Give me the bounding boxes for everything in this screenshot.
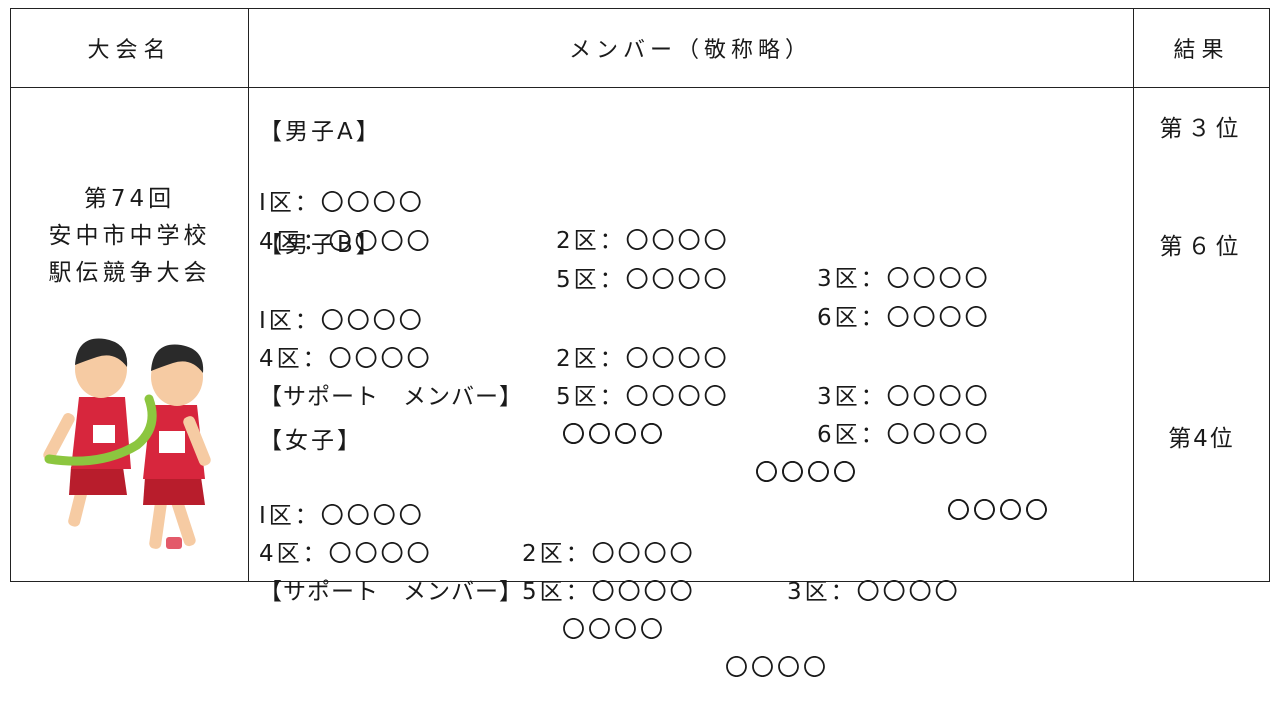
leg-entry: 5区：〇〇〇〇 xyxy=(522,579,696,605)
leg-entry: Ⅰ区：〇〇〇〇 xyxy=(259,503,425,529)
result-boys-a: 第３位 xyxy=(1159,116,1244,142)
leg-entry: 2区：〇〇〇〇 xyxy=(522,541,696,567)
results-table: 大会名 メンバー（敬称略） 結果 第74回 安中市中学校 駅伝競争大会 第３位 … xyxy=(10,8,1270,681)
event-line: 第74回 xyxy=(83,186,176,212)
leg-entry: 4区：〇〇〇〇 xyxy=(259,346,433,372)
support-member: 〇〇〇〇 xyxy=(755,460,859,486)
support-label: 【サポート メンバー】 xyxy=(259,579,523,605)
support-member: 〇〇〇〇 xyxy=(725,655,829,681)
header-divider xyxy=(11,87,1269,88)
runner-back xyxy=(43,338,131,527)
result-boys-b: 第６位 xyxy=(1159,234,1244,260)
leg-entry: 3区：〇〇〇〇 xyxy=(787,579,961,605)
sash-icon xyxy=(44,394,157,466)
leg-entry: 3区：〇〇〇〇 xyxy=(817,266,991,292)
event-name: 第74回 安中市中学校 駅伝競争大会 xyxy=(11,181,248,292)
leg-row: Ⅰ区：〇〇〇〇 2区：〇〇〇〇 3区：〇〇〇〇 xyxy=(259,264,1129,410)
team-title-boys-a: 【男子A】 xyxy=(259,119,382,145)
support-member: 〇〇〇〇 xyxy=(562,422,666,448)
header-result: 結果 xyxy=(1173,38,1230,63)
support-member: 〇〇〇〇 xyxy=(755,460,859,486)
leg-entry: 2区：〇〇〇〇 xyxy=(556,228,730,254)
support-member: 〇〇〇〇 xyxy=(562,617,666,643)
leg-entry: 2区：〇〇〇〇 xyxy=(556,346,730,372)
leg-entry: 6区：〇〇〇〇 xyxy=(817,305,991,331)
leg-row: 4区：〇〇〇〇 5区：〇〇〇〇 6区：〇〇〇〇 xyxy=(259,185,1129,331)
column-divider xyxy=(248,9,249,581)
leg-row: Ⅰ区：〇〇〇〇 2区：〇〇〇〇 3区：〇〇〇〇 xyxy=(259,459,1129,605)
leg-row: Ⅰ区：〇〇〇〇 2区：〇〇〇〇 3区：〇〇〇〇 xyxy=(259,146,1129,292)
relay-runners-illustration xyxy=(43,338,211,549)
column-divider xyxy=(1133,9,1134,581)
header-members: メンバー（敬称略） xyxy=(568,38,812,63)
runner-front xyxy=(143,344,211,549)
support-member: 〇〇〇〇 xyxy=(947,498,1051,524)
support-label: 【サポート メンバー】 xyxy=(259,384,523,410)
leg-entry: 5区：〇〇〇〇 xyxy=(556,384,730,410)
leg-entry: 4区：〇〇〇〇 xyxy=(259,541,433,567)
support-row: 【サポート メンバー】 〇〇〇〇 〇〇〇〇 xyxy=(259,535,1129,681)
support-member: 〇〇〇〇 xyxy=(562,422,666,448)
result-girls: 第4位 xyxy=(1168,426,1235,452)
header-event: 大会名 xyxy=(87,38,172,63)
team-title-girls: 【女子】 xyxy=(259,428,363,454)
event-line: 駅伝競争大会 xyxy=(48,260,211,286)
leg-row: 4区：〇〇〇〇 5区：〇〇〇〇 xyxy=(259,497,1129,605)
leg-entry: 5区：〇〇〇〇 xyxy=(556,267,730,293)
support-row: 【サポート メンバー】 〇〇〇〇 〇〇〇〇 〇〇〇〇 xyxy=(259,340,1129,524)
leg-entry: 6区：〇〇〇〇 xyxy=(817,422,991,448)
leg-entry: 4区：〇〇〇〇 xyxy=(259,229,433,255)
support-member: 〇〇〇〇 xyxy=(947,498,1051,524)
support-row: 〇〇〇〇 〇〇〇〇 〇〇〇〇 xyxy=(259,378,1129,524)
leg-entry: Ⅰ区：〇〇〇〇 xyxy=(259,308,425,334)
leg-row: 4区：〇〇〇〇 5区：〇〇〇〇 6区：〇〇〇〇 xyxy=(259,302,1129,448)
leg-entry: 3区：〇〇〇〇 xyxy=(817,384,991,410)
event-line: 安中市中学校 xyxy=(48,223,211,249)
team-title-boys-b: 【男子B】 xyxy=(259,232,382,258)
leg-entry: Ⅰ区：〇〇〇〇 xyxy=(259,190,425,216)
